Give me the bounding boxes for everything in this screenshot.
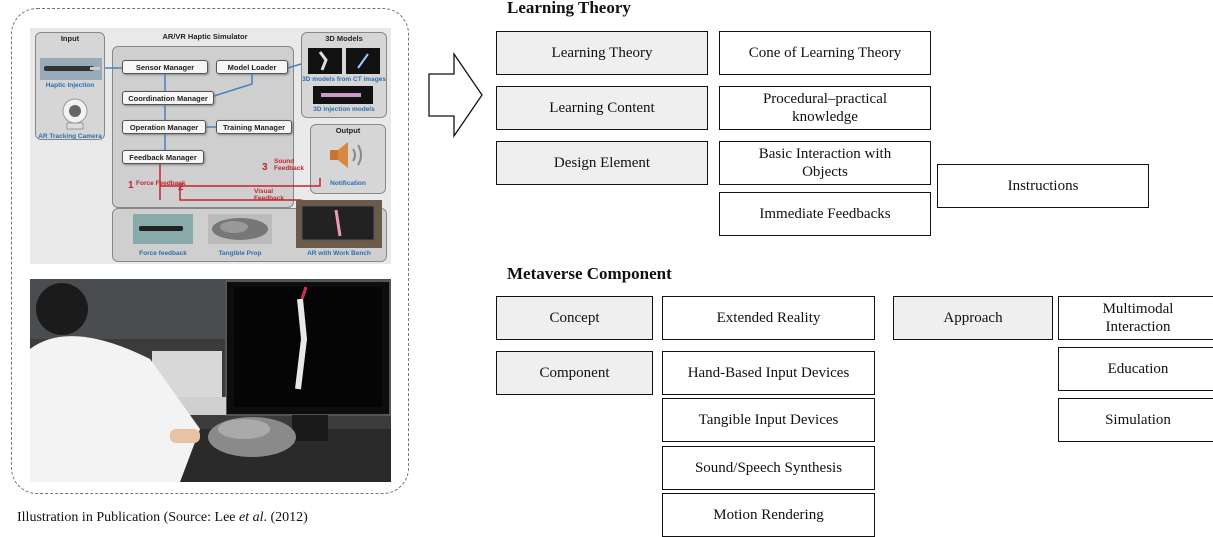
instructions-box: Instructions bbox=[937, 164, 1149, 208]
component-item: Hand-Based Input Devices bbox=[662, 351, 875, 395]
camera-image bbox=[62, 98, 88, 130]
right-arrow-icon bbox=[428, 52, 483, 138]
injection-models-image bbox=[313, 86, 373, 104]
metaverse-heading: Metaverse Component bbox=[507, 264, 672, 283]
operation-manager-box: Operation Manager bbox=[122, 120, 206, 134]
component-label: Component bbox=[496, 351, 653, 395]
concept-value: Extended Reality bbox=[662, 296, 875, 340]
simulator-title: AR/VR Haptic Simulator bbox=[162, 32, 248, 41]
ct-models-label: 3D models from CT images bbox=[302, 76, 386, 83]
feedback-number-3: 3 bbox=[262, 162, 268, 173]
feedback-manager-box: Feedback Manager bbox=[122, 150, 204, 164]
model-loader-box: Model Loader bbox=[216, 60, 288, 74]
ar-camera-label: AR Tracking Camera bbox=[38, 133, 102, 140]
learning-theory-heading: Learning Theory bbox=[507, 0, 631, 17]
component-item: Tangible Input Devices bbox=[662, 398, 875, 442]
concept-label: Concept bbox=[496, 296, 653, 340]
learning-theory-value: Cone of Learning Theory bbox=[719, 31, 931, 75]
approach-item: Education bbox=[1058, 347, 1213, 391]
illustration-caption: Illustration in Publication (Source: Lee… bbox=[17, 510, 308, 526]
ar-workbench-image bbox=[296, 200, 382, 248]
approach-item: Simulation bbox=[1058, 398, 1213, 442]
caption-suffix: . (2012) bbox=[263, 510, 308, 525]
force-feedback-image bbox=[133, 214, 193, 244]
ct-models-image bbox=[308, 48, 380, 74]
feedback-number-1: 1 bbox=[128, 180, 134, 191]
force-feedback-label: Force Feedback bbox=[136, 180, 186, 187]
notification-label: Notification bbox=[330, 180, 366, 187]
tangible-prop-caption: Tangible Prop bbox=[218, 250, 262, 257]
feedback-number-2: 2 bbox=[178, 182, 184, 193]
haptic-simulator-figure: Input Haptic Injection AR Tracking Camer… bbox=[30, 28, 391, 264]
models-title: 3D Models bbox=[325, 34, 363, 43]
training-manager-box: Training Manager bbox=[216, 120, 292, 134]
ar-workbench-caption: AR with Work Bench bbox=[307, 250, 371, 257]
speaker-icon bbox=[330, 142, 362, 168]
component-item: Sound/Speech Synthesis bbox=[662, 446, 875, 490]
caption-prefix: Illustration in Publication (Source: Lee bbox=[17, 510, 240, 525]
coordination-manager-box: Coordination Manager bbox=[122, 91, 214, 105]
input-title: Input bbox=[60, 34, 80, 43]
tangible-prop-image bbox=[208, 214, 272, 244]
learning-theory-label: Learning Theory bbox=[496, 31, 708, 75]
immediate-feedbacks-box: Immediate Feedbacks bbox=[719, 192, 931, 236]
caption-italic: et al bbox=[239, 510, 264, 525]
component-item: Motion Rendering bbox=[662, 493, 875, 537]
approach-label: Approach bbox=[893, 296, 1053, 340]
force-feedback-caption: Force feedback bbox=[139, 250, 187, 257]
sound-feedback-label: Sound Feedback bbox=[274, 158, 304, 172]
approach-item: Multimodal Interaction bbox=[1058, 296, 1213, 340]
learning-content-value: Procedural–practical knowledge bbox=[719, 86, 931, 130]
learning-content-label: Learning Content bbox=[496, 86, 708, 130]
design-element-label: Design Element bbox=[496, 141, 708, 185]
injection-models-label: 3D injection models bbox=[313, 106, 375, 113]
visual-feedback-label: Visual Feedback bbox=[254, 188, 284, 202]
output-title: Output bbox=[335, 126, 361, 135]
haptic-device-image bbox=[40, 58, 102, 80]
design-element-value: Basic Interaction with Objects bbox=[719, 141, 931, 185]
illustration-frame bbox=[11, 8, 409, 494]
user-photo bbox=[30, 279, 391, 482]
sensor-manager-box: Sensor Manager bbox=[122, 60, 208, 74]
haptic-injection-label: Haptic Injection bbox=[45, 82, 95, 89]
